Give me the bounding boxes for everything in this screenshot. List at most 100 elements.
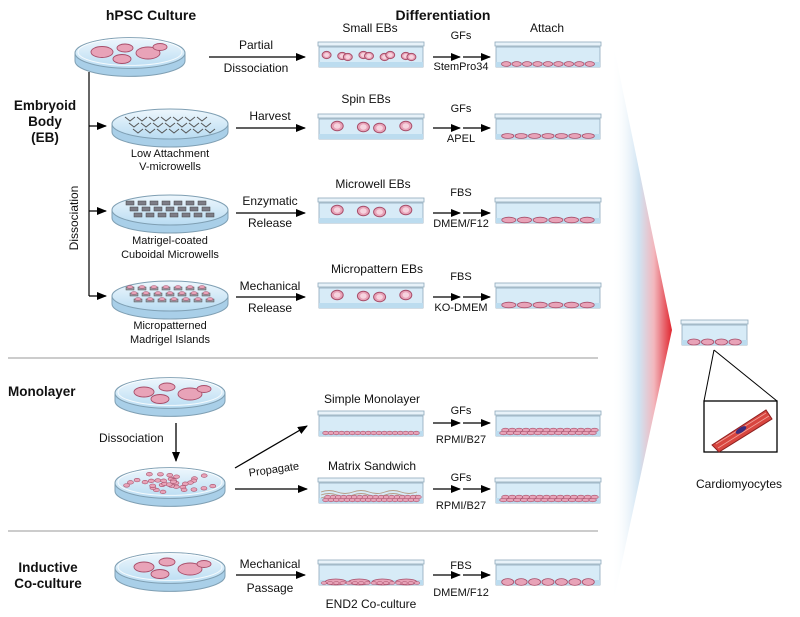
section-embryoid-body: Embryoid Body (EB) xyxy=(8,98,82,146)
single-cell xyxy=(147,478,155,484)
attached-cell xyxy=(554,133,568,139)
single-cell xyxy=(157,472,164,477)
micropattern-eb-well xyxy=(317,282,425,309)
attach-well-3 xyxy=(494,197,602,224)
attached-cell xyxy=(714,338,728,346)
label-spin-ebs: Spin EBs xyxy=(341,92,391,106)
cell-colony xyxy=(150,394,170,404)
single-cell xyxy=(170,479,177,484)
label-end2-coculture: END2 Co-culture xyxy=(325,597,417,611)
attached-cell xyxy=(568,578,582,586)
label-spin-medium: APEL xyxy=(446,133,476,145)
single-cell xyxy=(209,483,217,489)
double-arrows xyxy=(433,53,491,579)
single-cell xyxy=(182,481,189,486)
caption-cuboidal-line2: Cuboidal Microwells xyxy=(121,249,219,261)
attached-cell xyxy=(511,61,522,67)
header-hpsc-culture: hPSC Culture xyxy=(105,7,197,23)
attach-well-1 xyxy=(494,41,602,68)
caption-v-microwells-line2: V-microwells xyxy=(139,161,201,173)
attached-cell xyxy=(581,578,595,586)
attached-cell xyxy=(584,61,595,67)
attached-cell xyxy=(564,216,579,224)
caption-cuboidal-line1: Matrigel-coated xyxy=(132,235,208,247)
attached-cell xyxy=(532,216,548,224)
attached-cell xyxy=(501,301,517,309)
cell-colony xyxy=(150,569,170,579)
cell-colony xyxy=(196,560,212,568)
cell-colony xyxy=(90,46,114,58)
label-spin-factor: GFs xyxy=(450,103,472,115)
section-monolayer: Monolayer xyxy=(8,384,76,399)
attached-cell xyxy=(542,61,554,67)
cell-colony xyxy=(133,561,155,573)
header-differentiation: Differentiation xyxy=(395,7,491,23)
attached-cell xyxy=(501,216,517,224)
attach-well-5 xyxy=(494,410,602,437)
label-mono-factor-2: GFs xyxy=(450,472,472,484)
single-cell xyxy=(133,477,141,483)
attached-cell xyxy=(501,61,512,67)
spin-eb-well xyxy=(317,113,425,140)
matrix-sandwich-well xyxy=(317,477,425,504)
cell-colony xyxy=(112,54,132,64)
attached-cell xyxy=(541,133,555,139)
cell-colony xyxy=(135,46,161,60)
cell-colony xyxy=(177,387,203,401)
section-eb-line3: (EB) xyxy=(31,130,59,145)
attached-cell xyxy=(514,578,528,586)
attach-well-7 xyxy=(494,559,602,586)
label-cardiomyocytes: Cardiomyocytes xyxy=(695,477,783,491)
label-release-2: Release xyxy=(247,301,293,315)
label-passage: Passage xyxy=(246,581,294,595)
attached-cell xyxy=(548,216,564,224)
attached-cell xyxy=(548,301,564,309)
label-micropattern-factor: FBS xyxy=(450,271,472,283)
label-mono-medium-2: RPMI/B27 xyxy=(435,500,487,512)
section-inductive-line1: Inductive xyxy=(18,560,78,575)
attached-cell xyxy=(517,301,532,309)
label-harvest: Harvest xyxy=(249,109,291,123)
label-mono-dissociation: Dissociation xyxy=(99,431,164,445)
single-cell xyxy=(200,486,208,491)
attached-cell xyxy=(581,133,595,139)
label-small-ebs: Small EBs xyxy=(342,21,398,35)
cell-colony xyxy=(158,557,176,567)
convergence-wedge xyxy=(612,38,672,608)
single-cell xyxy=(141,480,149,485)
hpsc-dish-3 xyxy=(114,552,226,592)
cardiomyocyte-dish xyxy=(680,319,749,346)
small-eb-well xyxy=(317,41,425,68)
single-cell xyxy=(146,472,153,477)
label-micropattern-ebs: Micropattern EBs xyxy=(330,262,424,276)
single-cell xyxy=(149,483,156,488)
cell-colony xyxy=(152,43,168,51)
label-coculture-medium: DMEM/F12 xyxy=(433,587,489,599)
single-cell xyxy=(173,474,180,479)
label-mechanical-1: Mechanical xyxy=(239,279,301,293)
cell-colony xyxy=(158,382,176,392)
zoom-line xyxy=(713,349,778,402)
attached-cell xyxy=(579,301,595,309)
attached-cell xyxy=(532,61,543,67)
caption-islands-line2: Madrigel Islands xyxy=(129,334,211,346)
attached-cell xyxy=(501,578,515,586)
label-partial: Partial xyxy=(238,38,274,52)
attached-cell xyxy=(728,338,742,346)
attached-cell xyxy=(564,301,579,309)
label-microwell-medium: DMEM/F12 xyxy=(433,218,489,230)
single-cell xyxy=(165,482,173,487)
attached-cell xyxy=(528,133,542,139)
single-cell xyxy=(200,473,208,478)
attached-cell xyxy=(574,61,585,67)
label-small-medium: StemPro34 xyxy=(433,61,489,73)
attached-cell xyxy=(687,338,701,346)
attached-cell xyxy=(563,61,574,67)
label-micropattern-medium: KO-DMEM xyxy=(434,302,488,314)
attached-cell xyxy=(541,578,555,586)
single-cell xyxy=(123,483,130,488)
microwell-eb-well xyxy=(317,197,425,224)
cell-colony xyxy=(177,562,203,576)
label-attach: Attach xyxy=(529,21,565,35)
